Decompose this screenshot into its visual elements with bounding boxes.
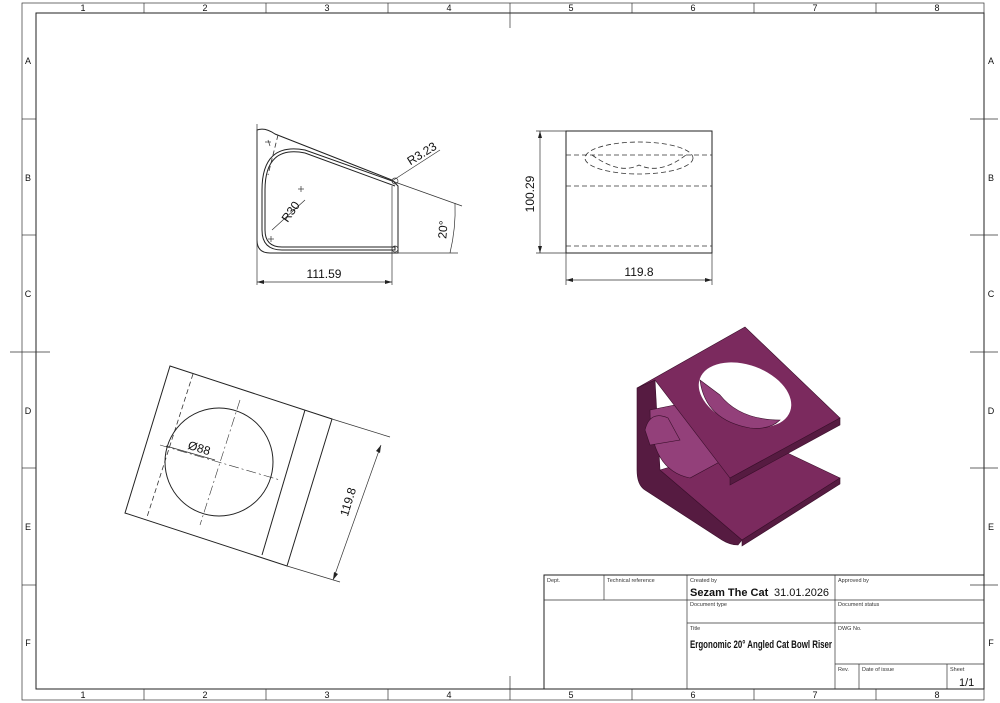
front-dim-height: 100.29 (523, 175, 537, 212)
side-dim-tip-radius: R3.23 (405, 139, 440, 168)
tb-sheet: 1/1 (959, 677, 974, 689)
side-profile-inner (261, 148, 396, 251)
grid-col-label: 1 (80, 3, 85, 13)
top-hole (164, 407, 274, 517)
tb-doc-type-label: Document type (690, 602, 727, 608)
grid-ticks (10, 3, 998, 700)
tb-dwg-no-label: DWG No. (838, 626, 862, 632)
grid-row-label: F (25, 638, 31, 648)
iso-hole-wall (699, 379, 781, 429)
tb-created-date: 31.01.2026 (774, 587, 829, 599)
iso-side-hole (644, 415, 681, 446)
top-outline (124, 365, 333, 567)
tb-dept-label: Dept. (547, 578, 561, 584)
grid-column-labels-bottom: 1 2 3 4 5 6 7 8 (80, 690, 939, 700)
iso-view (636, 326, 841, 547)
front-outline (565, 130, 713, 254)
grid-col-label: 8 (934, 3, 939, 13)
grid-row-label: D (25, 406, 32, 416)
grid-col-label: 5 (568, 3, 573, 13)
grid-row-label: C (25, 289, 32, 299)
iso-side-wall (636, 379, 743, 546)
grid-row-label: C (988, 289, 995, 299)
front-dim-width: 119.8 (624, 265, 653, 279)
grid-row-label: E (988, 522, 994, 532)
iso-bottom-edge (741, 477, 841, 547)
grid-col-label: 6 (690, 690, 695, 700)
top-view: Ø88 119.8 (124, 365, 391, 583)
grid-col-label: 4 (446, 3, 451, 13)
grid-col-label: 2 (202, 3, 207, 13)
side-dim-angle: 20° (435, 220, 451, 239)
grid-row-label: E (25, 522, 31, 532)
grid-col-label: 7 (812, 690, 817, 700)
grid-col-label: 4 (446, 690, 451, 700)
tb-rev-label: Rev. (838, 667, 849, 673)
top-dim-hole: Ø88 (186, 438, 212, 458)
tb-title-label: Title (690, 626, 700, 632)
top-dim-length: 119.8 (337, 486, 359, 518)
tb-approved-by-label: Approved by (838, 578, 869, 584)
grid-col-label: 1 (80, 690, 85, 700)
tb-title: Ergonomic 20° Angled Cat Bowl Riser (690, 639, 833, 651)
side-profile-outer (256, 128, 399, 254)
grid-row-label: A (988, 56, 994, 66)
grid-row-labels-left: A B C D E F (25, 56, 32, 648)
tb-created-by-label: Created by (690, 578, 717, 584)
grid-row-label: B (25, 173, 31, 183)
grid-col-label: 3 (324, 690, 329, 700)
iso-top-edge (729, 417, 841, 486)
grid-col-label: 6 (690, 3, 695, 13)
grid-row-label: D (988, 406, 995, 416)
grid-row-label: F (988, 638, 994, 648)
side-dim-width: 111.59 (307, 267, 342, 281)
tb-doc-status-label: Document status (838, 602, 880, 608)
tb-date-issue-label: Date of issue (862, 667, 894, 673)
grid-column-labels-top: 1 2 3 4 5 6 7 8 (80, 3, 939, 13)
title-block: Dept. Technical reference Created by Sez… (543, 574, 985, 690)
grid-col-label: 2 (202, 690, 207, 700)
grid-row-labels-right: A B C D E F (988, 56, 995, 648)
grid-col-label: 5 (568, 690, 573, 700)
side-view: 111.59 20° R30 R3.23 (256, 124, 463, 285)
grid-col-label: 7 (812, 3, 817, 13)
tb-created-by: Sezam The Cat (690, 587, 769, 599)
front-view: 100.29 119.8 (523, 130, 713, 285)
grid-row-label: A (25, 56, 31, 66)
grid-row-label: B (988, 173, 994, 183)
tb-tech-ref-label: Technical reference (607, 578, 655, 584)
front-hole-hidden (584, 141, 694, 175)
tb-sheet-label: Sheet (950, 667, 965, 673)
grid-col-label: 8 (934, 690, 939, 700)
grid-col-label: 3 (324, 3, 329, 13)
sheet-border (21, 2, 985, 701)
